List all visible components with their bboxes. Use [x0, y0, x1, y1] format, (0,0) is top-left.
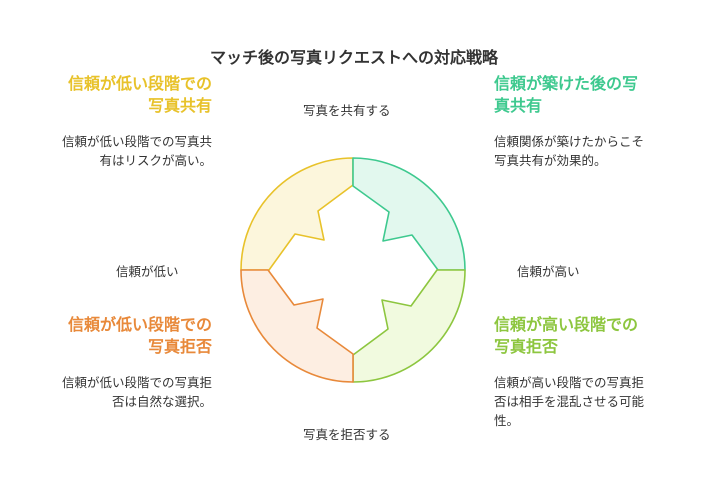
description-line: 有はリスクが高い。 — [99, 153, 212, 168]
quadrant-heading-bottom-left: 信頼が低い段階での 写真拒否 — [0, 314, 212, 358]
diagram-title: マッチ後の写真リクエストへの対応戦略 — [209, 48, 498, 67]
description-line: 否は自然な選択。 — [111, 394, 212, 409]
description-line: 信頼が高い段階での写真拒 — [494, 375, 645, 390]
quadrant-heading-top-left: 信頼が低い段階での 写真共有 — [0, 73, 212, 117]
segment-bottom-right — [352, 269, 466, 383]
heading-line: 信頼が低い段階での — [67, 74, 212, 93]
axis-label-top: 写真を共有する — [303, 103, 391, 118]
description-line: 信頼が低い段階での写真拒 — [61, 375, 212, 390]
axis-label-bottom: 写真を拒否する — [303, 427, 391, 442]
description-line: 性。 — [494, 413, 520, 428]
axis-label-left: 信頼が低い — [116, 264, 179, 279]
quadrant-description-top-right: 信頼関係が築けたからこそ 写真共有が効果的。 — [494, 132, 694, 170]
quadrant-heading-bottom-right: 信頼が高い段階での 写真拒否 — [494, 314, 694, 358]
heading-line: 写真共有 — [147, 96, 212, 115]
description-line: 信頼関係が築けたからこそ — [494, 134, 645, 149]
quadrant-description-bottom-right: 信頼が高い段階での写真拒 否は相手を混乱させる可能 性。 — [494, 373, 694, 430]
axis-label-right: 信頼が高い — [517, 264, 580, 279]
quadrant-description-bottom-left: 信頼が低い段階での写真拒 否は自然な選択。 — [0, 373, 212, 411]
heading-line: 写真拒否 — [147, 337, 212, 356]
heading-line: 写真拒否 — [494, 337, 559, 356]
segment-bottom-left — [240, 269, 354, 383]
description-line: 写真共有が効果的。 — [494, 153, 607, 168]
heading-line: 真共有 — [494, 96, 543, 115]
description-line: 否は相手を混乱させる可能 — [494, 394, 645, 409]
heading-line: 信頼が低い段階での — [67, 315, 212, 334]
heading-line: 信頼が築けた後の写 — [494, 74, 639, 93]
segment-top-left — [240, 157, 354, 271]
quadrant-description-top-left: 信頼が低い段階での写真共 有はリスクが高い。 — [0, 132, 212, 170]
description-line: 信頼が低い段階での写真共 — [61, 134, 212, 149]
segment-top-right — [352, 157, 466, 271]
quadrant-heading-top-right: 信頼が築けた後の写 真共有 — [494, 73, 694, 117]
heading-line: 信頼が高い段階での — [494, 315, 639, 334]
